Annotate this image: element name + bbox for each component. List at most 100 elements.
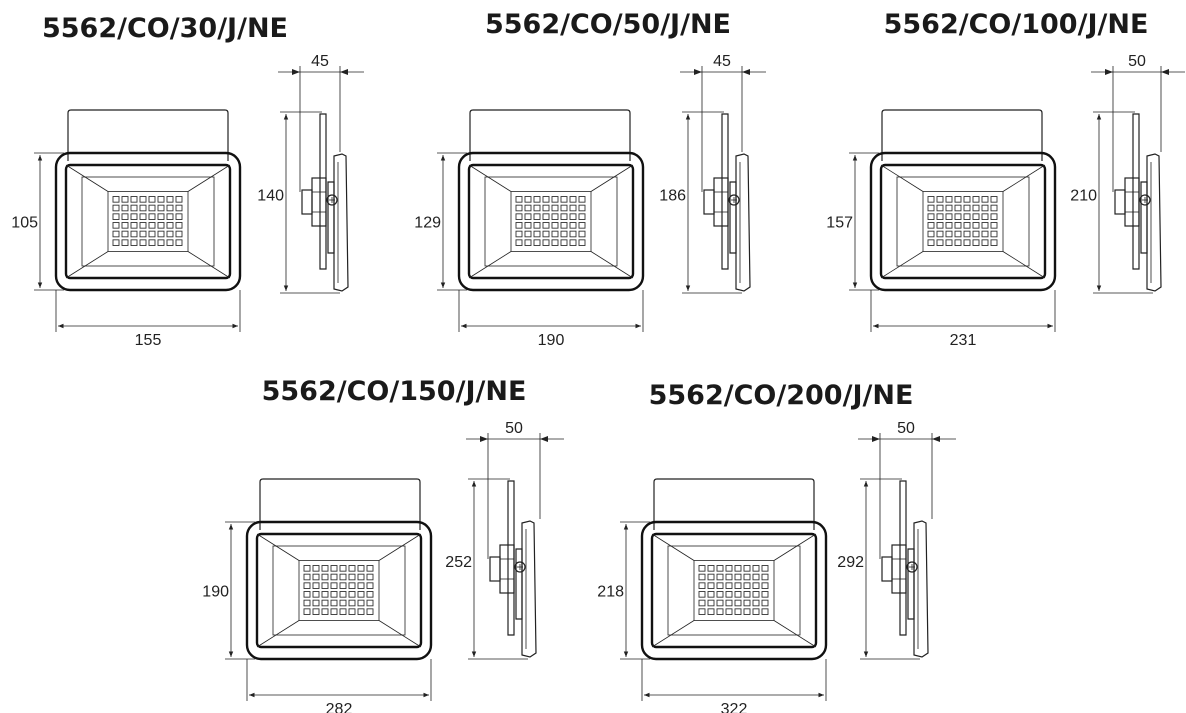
led-chip [752,591,760,598]
reflector-edge [378,620,422,648]
led-chip [166,213,174,220]
led-chip [936,196,944,203]
housing-outline [640,520,828,661]
total-height-label: 252 [445,554,472,571]
led-chip [551,222,559,229]
total-height-label: 210 [1070,188,1097,205]
led-chip [560,196,568,203]
led-chip [578,213,586,220]
led-chip [357,565,365,572]
led-chip [542,230,550,238]
screw-icon [514,561,526,573]
housing-outline [245,520,433,661]
depth-label: 45 [713,53,731,70]
led-chip [569,230,577,238]
led-chip [348,573,356,581]
led-chip [157,213,165,220]
led-chip [945,222,953,229]
led-chip [130,230,138,238]
led-chip [303,608,311,615]
led-chip [515,204,523,212]
led-chip [533,230,541,238]
housing-outline [54,151,242,292]
arrow-head [292,69,300,75]
led-chip [121,204,129,212]
led-chip [339,591,347,598]
led-chip [166,196,174,203]
led-chip [927,230,935,238]
body-profile [729,181,737,254]
led-chip [560,222,568,229]
led-chip [148,222,156,229]
led-chip [752,582,760,589]
led-chip [175,230,183,238]
front-glass-frame [879,163,1047,280]
arrow-head [1105,69,1113,75]
reflector-edge [880,164,924,192]
width-label: 282 [326,701,353,713]
led-chip [981,230,989,238]
housing-outline [869,151,1057,292]
led-panel [510,191,592,252]
body-profile [907,548,915,620]
led-chip [954,213,962,220]
screw-icon [728,194,740,206]
height-label: 157 [826,215,853,232]
led-panel [922,191,1004,252]
body-profile [515,548,523,620]
led-chip [515,239,523,246]
led-chip [743,608,751,615]
led-chip [972,213,980,220]
led-chip [698,608,706,615]
reflector-edge [187,164,231,192]
reflector-edge [880,251,924,279]
led-chip [954,239,962,246]
body-profile [1140,181,1148,254]
led-chip [130,239,138,246]
led-chip [551,239,559,246]
led-panel [107,191,189,252]
housing-profile [1146,153,1162,292]
led-chip [175,204,183,212]
width-label: 155 [135,332,162,349]
led-chip [954,222,962,229]
led-chip [330,591,338,598]
led-chip [112,230,120,238]
led-chip [157,230,165,238]
led-chip [560,230,568,238]
led-chip [551,196,559,203]
led-chip [112,239,120,246]
led-chip [716,582,724,589]
screw-icon [326,194,338,206]
led-chip [945,196,953,203]
reflector-edge [256,620,300,648]
width-label: 322 [721,701,748,713]
led-chip [963,204,971,212]
led-chip [578,204,586,212]
led-chip [139,196,147,203]
reflector-edge [65,164,109,192]
housing-profile [735,153,751,292]
led-chip [542,196,550,203]
mounting-bracket [259,478,421,530]
led-chip [524,196,532,203]
led-chip [139,222,147,229]
led-chip [515,196,523,203]
led-chip [707,582,715,589]
led-chip [130,213,138,220]
led-chip [945,230,953,238]
led-chip [312,582,320,589]
led-chip [312,599,320,607]
led-chip [551,230,559,238]
led-chip [936,222,944,229]
led-chip [698,565,706,572]
led-chip [981,196,989,203]
led-chip [761,565,769,572]
led-chip [716,599,724,607]
led-chip [303,591,311,598]
led-chip [698,573,706,581]
led-chip [725,608,733,615]
